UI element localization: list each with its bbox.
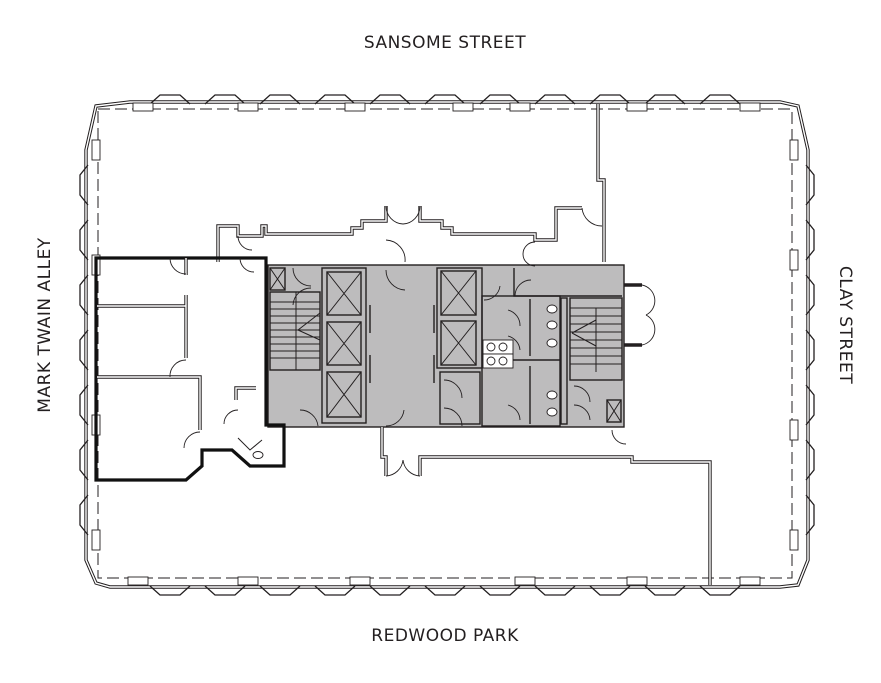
- facade-bays-east: [789, 139, 815, 551]
- facade-bays-north: [132, 94, 761, 112]
- north-corridor: [216, 104, 656, 347]
- shaft-east: [606, 399, 622, 423]
- core-walls: [267, 264, 625, 428]
- elevator-5: [440, 320, 477, 366]
- street-label-north: SANSOME STREET: [363, 33, 527, 53]
- elevator-2: [326, 321, 362, 366]
- elevator-1: [326, 271, 362, 316]
- shaft-west: [269, 267, 286, 291]
- facade-bays-south: [127, 576, 761, 596]
- core-doors: [292, 267, 591, 427]
- elevator-3: [326, 371, 362, 418]
- tenant-suite-west: [94, 256, 286, 482]
- street-label-south: REDWOOD PARK: [371, 626, 519, 646]
- elevator-4: [440, 270, 477, 316]
- south-corridor: [380, 427, 712, 585]
